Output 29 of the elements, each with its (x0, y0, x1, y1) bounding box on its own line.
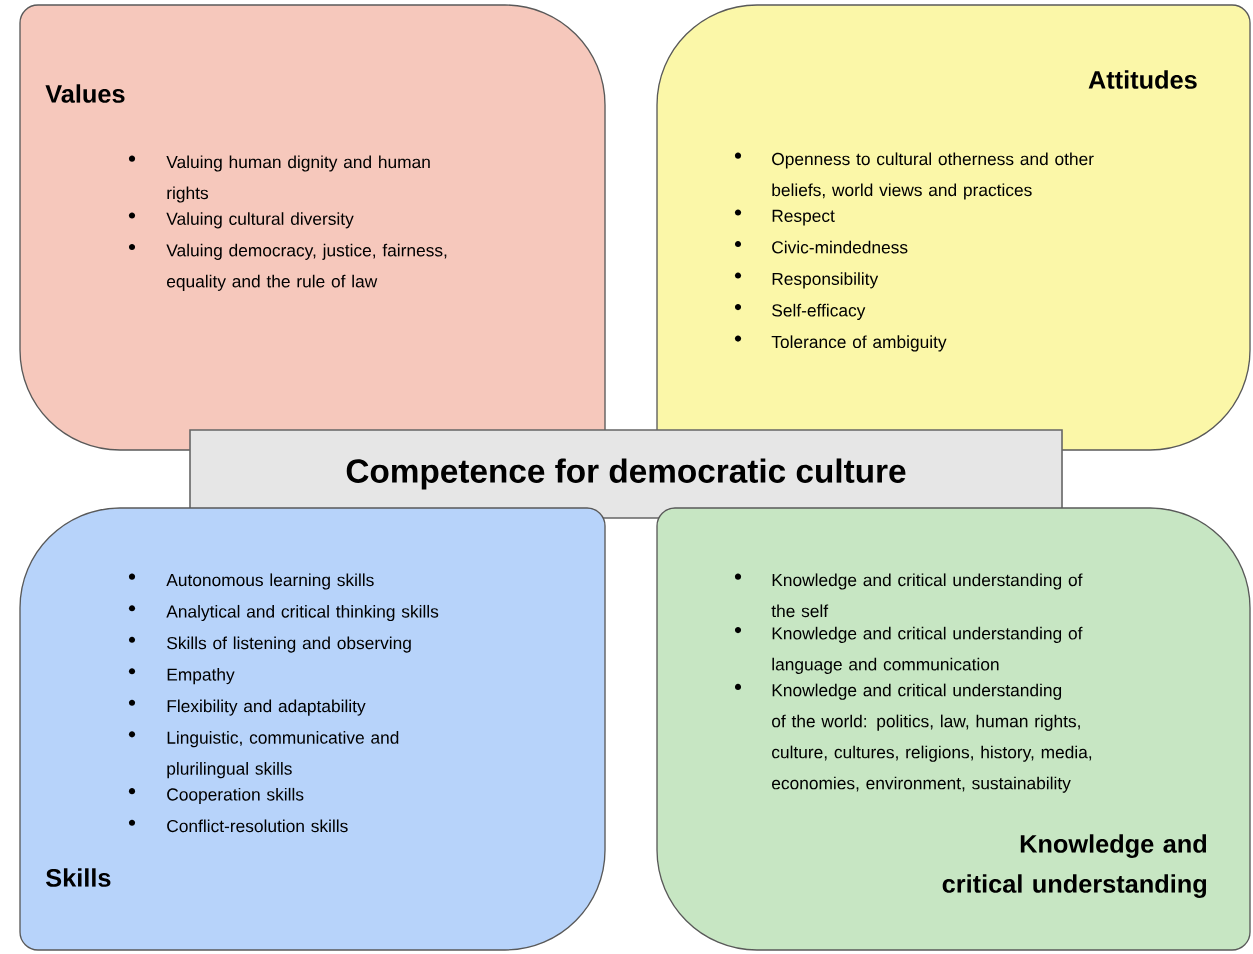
bullet-item: Tolerance of ambiguity (771, 335, 947, 352)
bullet-item: Flexibility and adaptability (167, 699, 366, 716)
knowledge-panel (656, 507, 1251, 951)
bullet-item: Skills of listening and observing (167, 636, 411, 653)
bullet-item: Valuing cultural diversity (166, 212, 354, 229)
panel-heading: Knowledge and critical understanding (942, 834, 1207, 898)
values-panel (19, 4, 606, 451)
title-banner: Competence for democratic culture (189, 429, 1063, 519)
bullet-item: Empathy (167, 668, 235, 685)
attitudes-panel (656, 4, 1251, 451)
panel-heading: Values (45, 84, 125, 103)
panel-heading: Skills (46, 868, 111, 887)
bullet-item: Analytical and critical thinking skills (166, 604, 439, 622)
bullet-item: Civic-mindedness (772, 240, 908, 254)
bullet-item: Linguistic, communicative and plurilingual skills (167, 731, 399, 779)
bullet-item: Knowledge and critical understanding of the self (771, 573, 1083, 618)
bullet-item: Knowledge and critical understanding of the world: politics, law, human rights, culture, cultures, religions, history, media, economies, environment, sustainability (772, 683, 1092, 793)
bullet-item: Respect (772, 209, 835, 226)
bullet-item: Responsibility (772, 272, 879, 289)
panel-heading: Attitudes (1088, 70, 1197, 89)
bullet-item: Cooperation skills (167, 787, 304, 805)
bullet-item: Valuing human dignity and human rights (166, 155, 430, 203)
skills-panel (19, 507, 606, 951)
bullet-item: Autonomous learning skills (166, 573, 374, 590)
bullet-item: Self-efficacy (772, 303, 866, 320)
bullet-item: Openness to cultural otherness and other beliefs, world views and practices (772, 152, 1094, 200)
bullet-item: Valuing democracy, justice, fairness, equality and the rule of law (166, 243, 447, 291)
bullet-item: Conflict-resolution skills (167, 819, 348, 833)
bullet-item: Knowledge and critical understanding of language and communication (772, 626, 1083, 674)
